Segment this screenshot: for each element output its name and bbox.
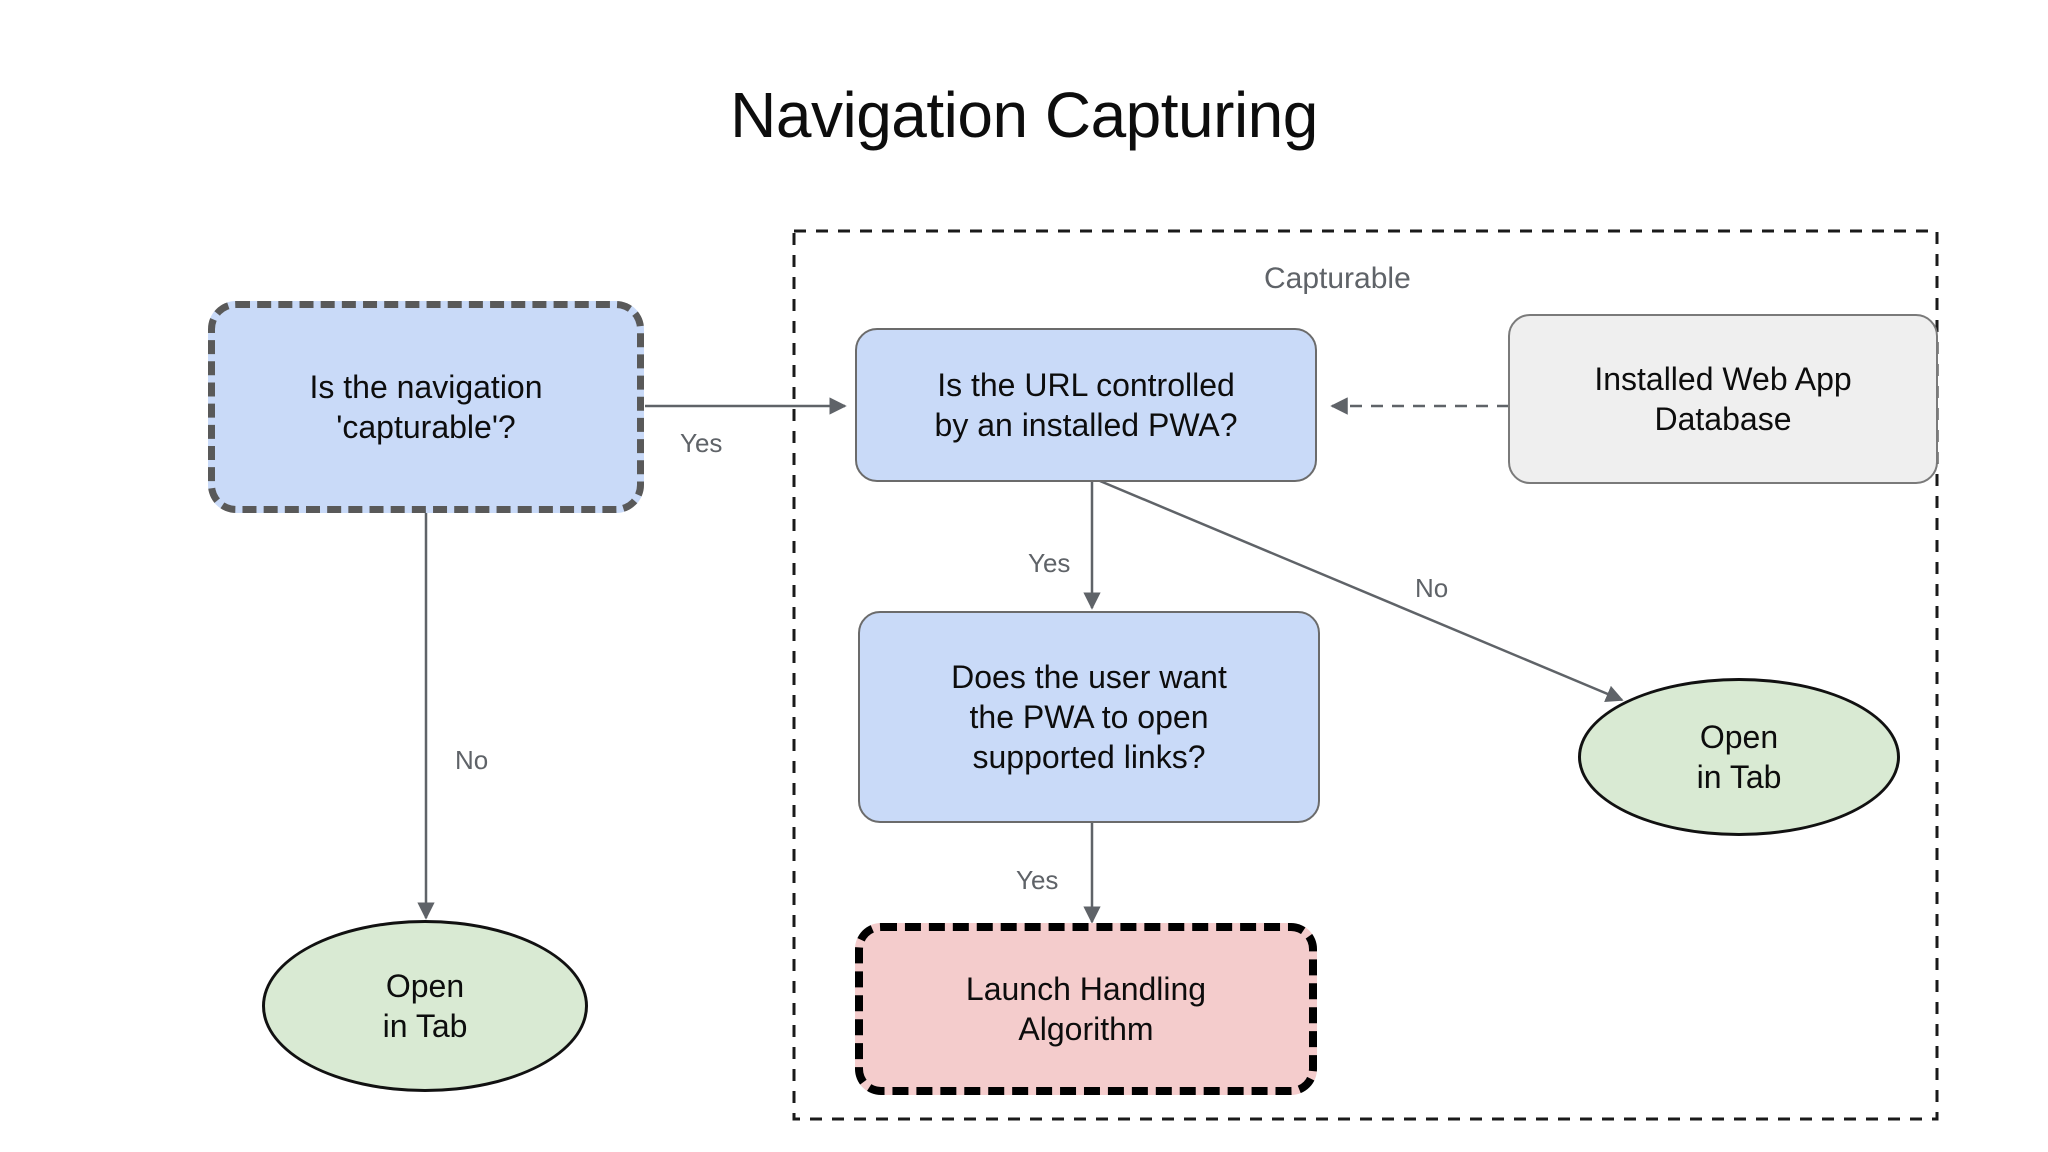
node-open-in-tab-left[interactable]: Open in Tab (262, 920, 588, 1092)
edge-label-capturable-no: No (455, 745, 489, 775)
edge-label-user-yes: Yes (1016, 865, 1059, 895)
capturable-group-border (792, 229, 1939, 1121)
node-is-navigation-capturable[interactable]: Is the navigation 'capturable'? (208, 301, 644, 513)
node-is-url-controlled-by-pwa[interactable]: Is the URL controlled by an installed PW… (855, 328, 1317, 482)
node-label-open-in-tab-left: Open in Tab (265, 966, 585, 1046)
node-line-2: the PWA to open (969, 699, 1209, 735)
node-launch-handling-algorithm[interactable]: Launch Handling Algorithm (855, 923, 1317, 1095)
node-line-1: Launch Handling (965, 971, 1207, 1007)
edge-label-url-no: No (1415, 573, 1449, 603)
node-label-open-in-tab-right: Open in Tab (1581, 717, 1897, 797)
node-line-2: in Tab (382, 1008, 468, 1044)
edge-url-no (1099, 479, 1624, 702)
node-line-1: Installed Web App (1594, 361, 1852, 397)
node-label-launch-handling-algorithm: Launch Handling Algorithm (863, 969, 1309, 1049)
node-line-2: by an installed PWA? (934, 407, 1238, 443)
node-line-2: 'capturable'? (336, 409, 516, 445)
node-open-in-tab-right[interactable]: Open in Tab (1578, 678, 1900, 836)
node-line-2: in Tab (1696, 759, 1782, 795)
node-line-1: Is the navigation (309, 369, 543, 405)
node-does-user-want-pwa-open-links[interactable]: Does the user want the PWA to open suppo… (858, 611, 1320, 823)
edge-label-capturable-yes: Yes (680, 428, 723, 458)
node-label-does-user-want-pwa-open-links: Does the user want the PWA to open suppo… (860, 657, 1318, 777)
node-line-1: Open (385, 968, 465, 1004)
node-installed-web-app-database[interactable]: Installed Web App Database (1508, 314, 1938, 484)
node-line-2: Database (1654, 401, 1792, 437)
node-label-is-url-controlled-by-pwa: Is the URL controlled by an installed PW… (857, 365, 1315, 445)
capturable-group-label: Capturable (1264, 262, 1411, 295)
node-label-is-navigation-capturable: Is the navigation 'capturable'? (215, 367, 637, 447)
node-line-1: Does the user want (951, 659, 1227, 695)
node-line-2: Algorithm (1018, 1011, 1154, 1047)
node-line-3: supported links? (972, 739, 1206, 775)
page-title: Navigation Capturing (730, 79, 1318, 151)
node-label-installed-web-app-database: Installed Web App Database (1510, 359, 1936, 439)
node-line-1: Open (1699, 719, 1779, 755)
node-line-1: Is the URL controlled (937, 367, 1235, 403)
edge-label-url-yes: Yes (1028, 548, 1071, 578)
